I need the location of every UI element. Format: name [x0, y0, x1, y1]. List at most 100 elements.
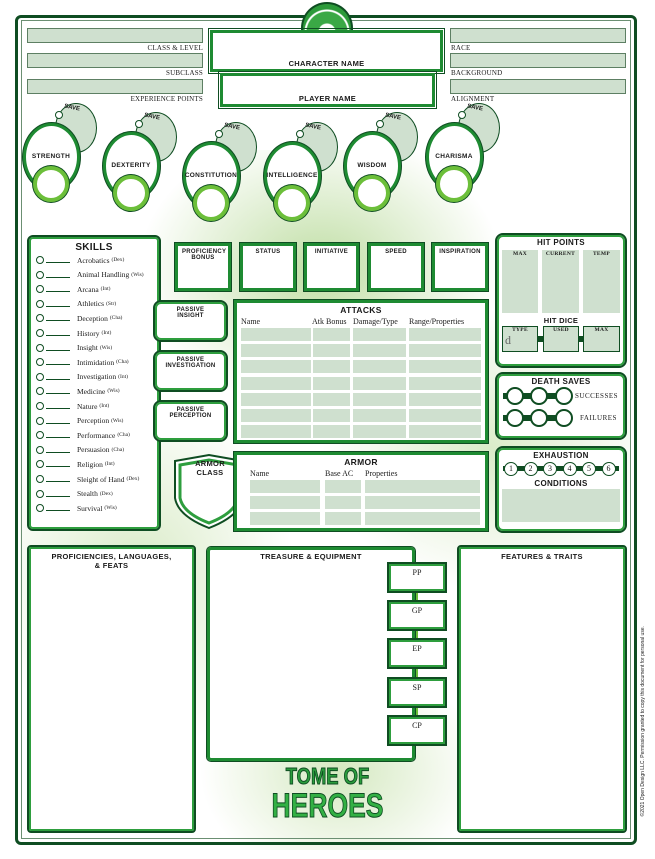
- passive-investigation-box[interactable]: PASSIVE INVESTIGATION: [153, 350, 228, 392]
- skill-row[interactable]: Acrobatics(Dex): [36, 254, 124, 266]
- skill-proficiency-checkbox[interactable]: [36, 402, 44, 410]
- skill-bonus-field[interactable]: [46, 403, 70, 409]
- skill-row[interactable]: Medicine(Wis): [36, 385, 120, 397]
- attack-cell[interactable]: [313, 409, 350, 422]
- subclass-field[interactable]: [27, 53, 203, 68]
- skill-proficiency-checkbox[interactable]: [36, 387, 44, 396]
- conditions-field[interactable]: [502, 489, 620, 522]
- success-checkbox-1[interactable]: [506, 387, 524, 405]
- attack-cell[interactable]: [241, 409, 311, 422]
- coin-box[interactable]: EP: [387, 638, 447, 669]
- save-proficiency-checkbox[interactable]: [135, 120, 143, 128]
- attack-cell[interactable]: [241, 344, 311, 358]
- hp-current-field[interactable]: CURRENT: [542, 250, 579, 313]
- armor-cell[interactable]: [365, 512, 480, 526]
- attack-cell[interactable]: [409, 392, 481, 406]
- skill-proficiency-checkbox[interactable]: [36, 256, 44, 264]
- skill-bonus-field[interactable]: [46, 359, 70, 366]
- skill-proficiency-checkbox[interactable]: [36, 329, 44, 337]
- skill-proficiency-checkbox[interactable]: [36, 460, 44, 469]
- armor-cell[interactable]: [365, 496, 480, 510]
- save-proficiency-checkbox[interactable]: [215, 130, 223, 138]
- skill-row[interactable]: Insight(Wis): [36, 342, 112, 354]
- attack-cell[interactable]: [241, 328, 311, 341]
- skill-row[interactable]: Performance(Cha): [36, 429, 130, 441]
- skill-bonus-field[interactable]: [46, 388, 70, 395]
- armor-cell[interactable]: [250, 480, 320, 493]
- skill-proficiency-checkbox[interactable]: [36, 299, 44, 308]
- skill-row[interactable]: Religion(Int): [36, 458, 115, 470]
- armor-cell[interactable]: [250, 496, 320, 510]
- attack-cell[interactable]: [409, 409, 481, 422]
- hp-temp-field[interactable]: TEMP: [583, 250, 620, 313]
- ability-score-field[interactable]: [193, 185, 229, 221]
- attack-cell[interactable]: [241, 376, 311, 390]
- attack-cell[interactable]: [409, 376, 481, 390]
- coin-box[interactable]: GP: [387, 600, 447, 631]
- attack-cell[interactable]: [241, 360, 311, 374]
- armor-cell[interactable]: [250, 512, 320, 526]
- attack-cell[interactable]: [313, 328, 350, 341]
- skill-row[interactable]: Stealth(Dex): [36, 488, 113, 500]
- character-name-field[interactable]: CHARACTER NAME: [208, 28, 445, 74]
- attack-cell[interactable]: [353, 360, 406, 374]
- race-field[interactable]: [450, 28, 626, 43]
- coin-box[interactable]: CP: [387, 715, 447, 746]
- skill-proficiency-checkbox[interactable]: [36, 431, 44, 440]
- coin-box[interactable]: SP: [387, 677, 447, 708]
- attack-cell[interactable]: [353, 344, 406, 358]
- skill-bonus-field[interactable]: [46, 374, 70, 380]
- hp-max-field[interactable]: MAX: [502, 250, 538, 313]
- exhaustion-level-2[interactable]: 2: [523, 462, 538, 476]
- skill-bonus-field[interactable]: [46, 286, 70, 293]
- attack-cell[interactable]: [353, 392, 406, 406]
- skill-bonus-field[interactable]: [46, 418, 70, 424]
- exhaustion-level-1[interactable]: 1: [504, 462, 518, 476]
- skill-row[interactable]: Persuasion(Cha): [36, 444, 124, 456]
- skill-proficiency-checkbox[interactable]: [36, 270, 44, 279]
- save-proficiency-checkbox[interactable]: [376, 120, 384, 128]
- alignment-field[interactable]: [450, 79, 626, 94]
- hit-dice-max-field[interactable]: MAX: [583, 326, 620, 352]
- failure-checkbox-2[interactable]: [530, 409, 548, 427]
- speed-box[interactable]: SPEED: [367, 242, 425, 292]
- attack-cell[interactable]: [409, 344, 481, 358]
- skill-row[interactable]: Athletics(Str): [36, 298, 116, 310]
- attack-cell[interactable]: [241, 425, 311, 439]
- passive-perception-box[interactable]: PASSIVE PERCEPTION: [153, 400, 228, 442]
- status-box[interactable]: STATUS: [239, 242, 297, 292]
- ability-score-field[interactable]: [354, 175, 390, 211]
- skill-proficiency-checkbox[interactable]: [36, 358, 44, 367]
- attack-cell[interactable]: [313, 360, 350, 374]
- armor-cell[interactable]: [325, 512, 361, 526]
- attack-cell[interactable]: [313, 425, 350, 439]
- attack-cell[interactable]: [353, 425, 406, 439]
- background-field[interactable]: [450, 53, 626, 68]
- skill-bonus-field[interactable]: [46, 505, 70, 512]
- attack-cell[interactable]: [353, 328, 406, 341]
- failure-checkbox-3[interactable]: [555, 409, 573, 427]
- skill-row[interactable]: Deception(Cha): [36, 312, 122, 324]
- features-traits-panel[interactable]: FEATURES & TRAITS: [457, 545, 627, 833]
- inspiration-box[interactable]: INSPIRATION: [431, 242, 489, 292]
- skill-bonus-field[interactable]: [46, 345, 70, 351]
- skill-bonus-field[interactable]: [46, 272, 70, 278]
- skill-bonus-field[interactable]: [46, 301, 70, 307]
- skill-proficiency-checkbox[interactable]: [36, 314, 44, 323]
- save-proficiency-checkbox[interactable]: [458, 111, 466, 119]
- ability-score-field[interactable]: [436, 166, 472, 202]
- skill-bonus-field[interactable]: [46, 447, 70, 453]
- skill-row[interactable]: Perception(Wis): [36, 415, 123, 427]
- skill-row[interactable]: History(Int): [36, 327, 111, 339]
- player-name-field[interactable]: PLAYER NAME: [218, 71, 437, 109]
- skill-bonus-field[interactable]: [46, 432, 70, 439]
- success-checkbox-2[interactable]: [530, 387, 548, 405]
- exhaustion-level-6[interactable]: 6: [601, 462, 616, 476]
- hit-dice-used-field[interactable]: USED: [543, 326, 579, 352]
- treasure-equipment-panel[interactable]: TREASURE & EQUIPMENT: [206, 546, 416, 762]
- ability-score-field[interactable]: [33, 166, 69, 202]
- armor-cell[interactable]: [325, 480, 361, 493]
- attack-cell[interactable]: [409, 425, 481, 439]
- save-proficiency-checkbox[interactable]: [55, 111, 63, 119]
